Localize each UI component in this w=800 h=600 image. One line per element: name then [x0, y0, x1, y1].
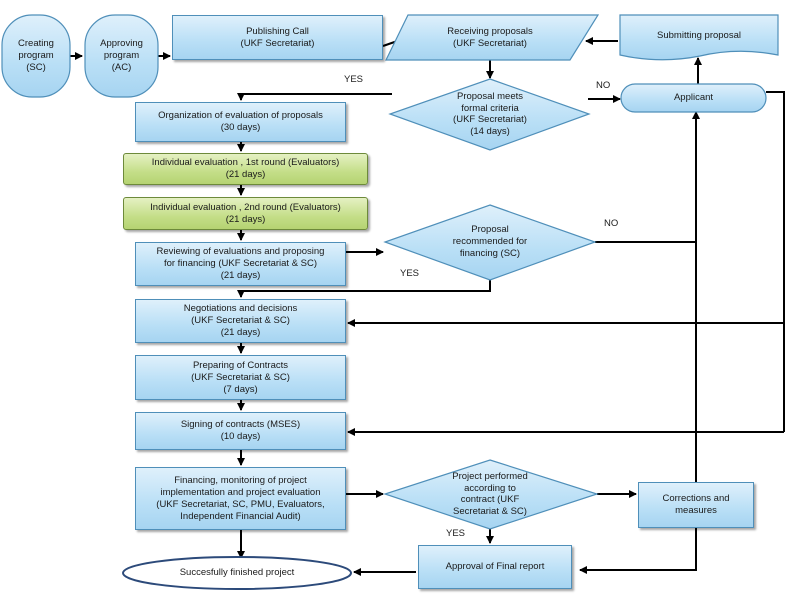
line: (AC)	[111, 62, 132, 73]
individual-evaluation-round-1: Individual evaluation , 1st round (Evalu…	[123, 153, 368, 185]
performed-decision: Project performed according to contract …	[425, 468, 555, 520]
line: Approval of Final report	[445, 561, 545, 572]
submitting-proposal: Submitting proposal	[620, 18, 778, 54]
negotiations-and-decisions: Negotiations and decisions (UKF Secretar…	[135, 299, 346, 343]
financing-monitoring: Financing, monitoring of project impleme…	[135, 467, 346, 530]
line: Applicant	[673, 92, 714, 103]
line: Signing of contracts (MSES)	[180, 419, 301, 430]
creating-program-shape	[1, 14, 71, 98]
line: (10 days)	[220, 431, 261, 442]
line: (21 days)	[225, 169, 266, 180]
line: Reviewing of evaluations and proposing	[156, 246, 325, 257]
line: Succesfully finished project	[179, 567, 295, 578]
preparing-of-contracts: Preparing of Contracts (UKF Secretariat …	[135, 355, 346, 400]
publishing-call: Publishing Call (UKF Secretariat)	[172, 15, 383, 60]
line: (SC)	[26, 62, 46, 73]
yes-label-performed: YES	[446, 528, 466, 539]
approving-program: Approving program (AC)	[85, 15, 158, 97]
line: Individual evaluation , 1st round (Evalu…	[151, 157, 340, 168]
line: Approving	[100, 38, 143, 49]
line: Secretariat & SC)	[453, 505, 527, 517]
line: Preparing of Contracts	[192, 359, 289, 371]
line: (UKF Secretariat)	[453, 114, 527, 125]
line: Independent Financial Audit)	[180, 510, 301, 522]
line: recommended for	[452, 236, 528, 247]
applicant: Applicant	[621, 84, 766, 112]
reviewing-evaluations: Reviewing of evaluations and proposing f…	[135, 242, 346, 286]
line: (UKF Secretariat & SC)	[191, 371, 290, 383]
individual-evaluation-round-2: Individual evaluation , 2nd round (Evalu…	[123, 197, 368, 230]
finished-project-shape	[122, 556, 352, 590]
line: Financing, monitoring of project	[174, 474, 307, 486]
line: Individual evaluation , 2nd round (Evalu…	[150, 201, 341, 213]
yes-label-recommended: YES	[400, 268, 420, 279]
line: (UKF Secretariat)	[453, 37, 527, 49]
creating-program: Creating program (SC)	[2, 15, 70, 97]
line: (14 days)	[470, 125, 510, 137]
line: for financing (UKF Secretariat & SC)	[163, 258, 318, 269]
yes-label-formal: YES	[344, 74, 364, 85]
line: measures	[675, 505, 717, 516]
line: (UKF Secretariat, SC, PMU, Evaluators,	[156, 498, 325, 510]
line: (21 days)	[220, 327, 261, 338]
receiving-proposals-shape	[385, 14, 600, 61]
organization-of-evaluation: Organization of evaluation of proposals …	[135, 102, 346, 142]
line: contract (UKF	[460, 494, 520, 505]
line: program	[18, 50, 54, 61]
line: (21 days)	[220, 270, 261, 281]
line: according to	[464, 482, 516, 494]
approval-of-final-report: Approval of Final report	[418, 545, 572, 589]
line: Organization of evaluation of proposals	[158, 110, 323, 121]
applicant-shape	[620, 83, 767, 113]
formal-criteria-decision: Proposal meets formal criteria (UKF Secr…	[420, 86, 560, 142]
line: Receiving proposals	[447, 25, 533, 37]
line: Proposal meets	[456, 91, 523, 102]
signing-of-contracts: Signing of contracts (MSES) (10 days)	[135, 412, 346, 450]
recommended-shape	[383, 204, 597, 281]
line: (UKF Secretariat)	[240, 37, 315, 49]
receiving-proposals: Receiving proposals (UKF Secretariat)	[400, 15, 580, 60]
formal-criteria-shape	[388, 78, 591, 151]
line: financing (SC)	[459, 248, 521, 259]
line: Creating	[18, 38, 54, 49]
line: (UKF Secretariat & SC)	[191, 315, 290, 326]
line: (7 days)	[223, 383, 258, 395]
finished-project: Succesfully finished project	[123, 557, 351, 589]
line: Proposal	[471, 224, 509, 235]
no-label-recommended: NO	[604, 218, 619, 229]
line: Publishing Call	[246, 25, 309, 37]
no-label-formal: NO	[596, 80, 611, 91]
approving-program-shape	[84, 14, 159, 98]
line: (21 days)	[225, 213, 266, 225]
line: (30 days)	[220, 122, 261, 133]
line: Corrections and	[662, 493, 730, 504]
line: program	[103, 50, 140, 61]
recommended-decision: Proposal recommended for financing (SC)	[420, 222, 560, 262]
line: Submitting proposal	[657, 30, 741, 41]
line: formal criteria	[461, 102, 519, 114]
performed-shape	[383, 459, 599, 530]
corrections-and-measures: Corrections and measures	[638, 482, 754, 528]
line: Negotiations and decisions	[183, 303, 298, 314]
line: implementation and project evaluation	[160, 486, 321, 498]
line: Project performed	[452, 471, 528, 482]
submitting-proposal-shape	[619, 14, 779, 61]
